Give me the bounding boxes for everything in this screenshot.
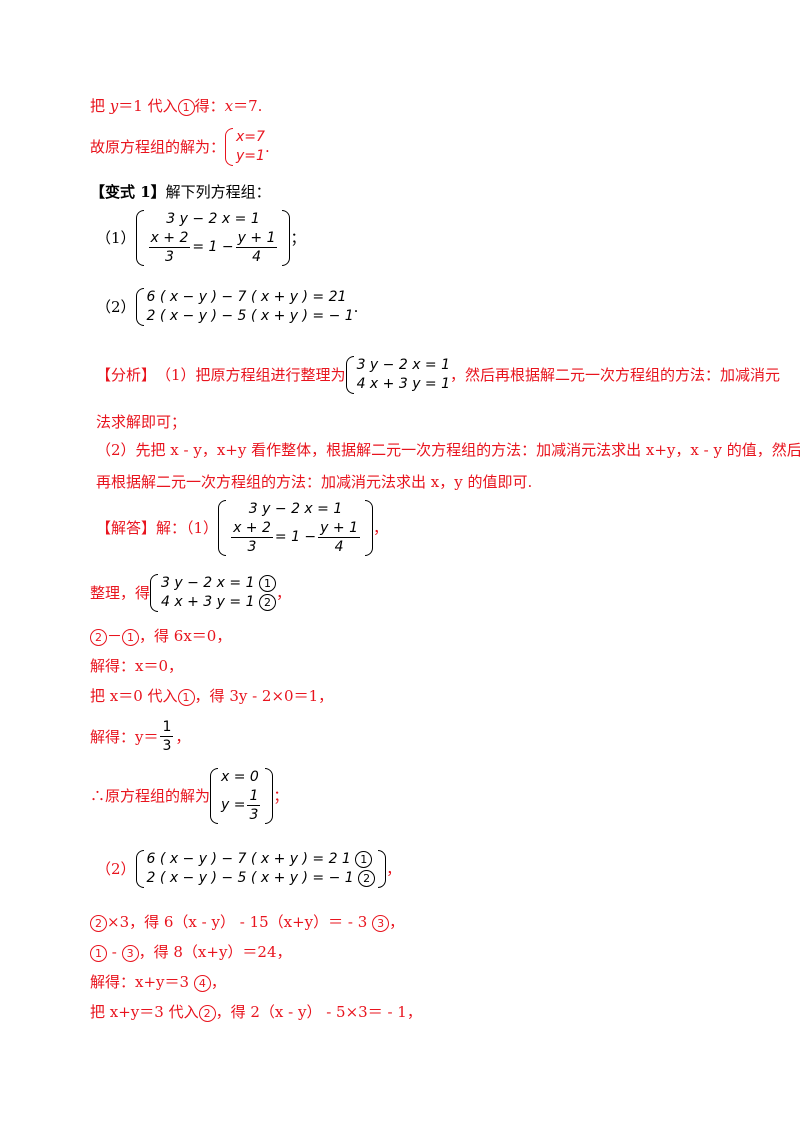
analysis-line-4: 再根据解二元一次方程组的方法：加减消元法求出 x，y 的值即可. — [96, 473, 533, 491]
variant-heading: 【变式 1】解下列方程组： — [90, 183, 271, 201]
analysis-line-3: （2）先把 x - y，x+y 看作整体，根据解二元一次方程组的方法：加减消元法… — [96, 441, 800, 459]
question-2-system: （2） 6 ( x − y ) − 7 ( x + y ) = 2 1 1 2 … — [96, 850, 402, 888]
circled-number: 1 — [177, 98, 195, 116]
equation-system: 6 ( x − y ) − 7 ( x + y ) = 2 1 1 2 ( x … — [135, 850, 387, 888]
analysis-line-2: 法求解即可； — [96, 413, 187, 431]
step-solve-sum: 解得：x+y＝3 4， — [90, 973, 226, 992]
step-solve-x: 解得：x＝0， — [90, 657, 184, 675]
step-subtract: 2－1，得 6x＝0， — [90, 626, 231, 646]
tidy-line: 整理，得 3 y − 2 x = 1 1 4 x + 3 y = 1 2 ， — [90, 574, 291, 612]
step-subtract-2: 1 - 3，得 8（x+y）＝24， — [90, 942, 292, 962]
equation-system: 3 y − 2 x = 1 1 4 x + 3 y = 1 2 — [150, 574, 276, 612]
step-multiply: 2×3，得 6（x - y） - 15（x+y）＝ - 3 3， — [90, 912, 404, 932]
